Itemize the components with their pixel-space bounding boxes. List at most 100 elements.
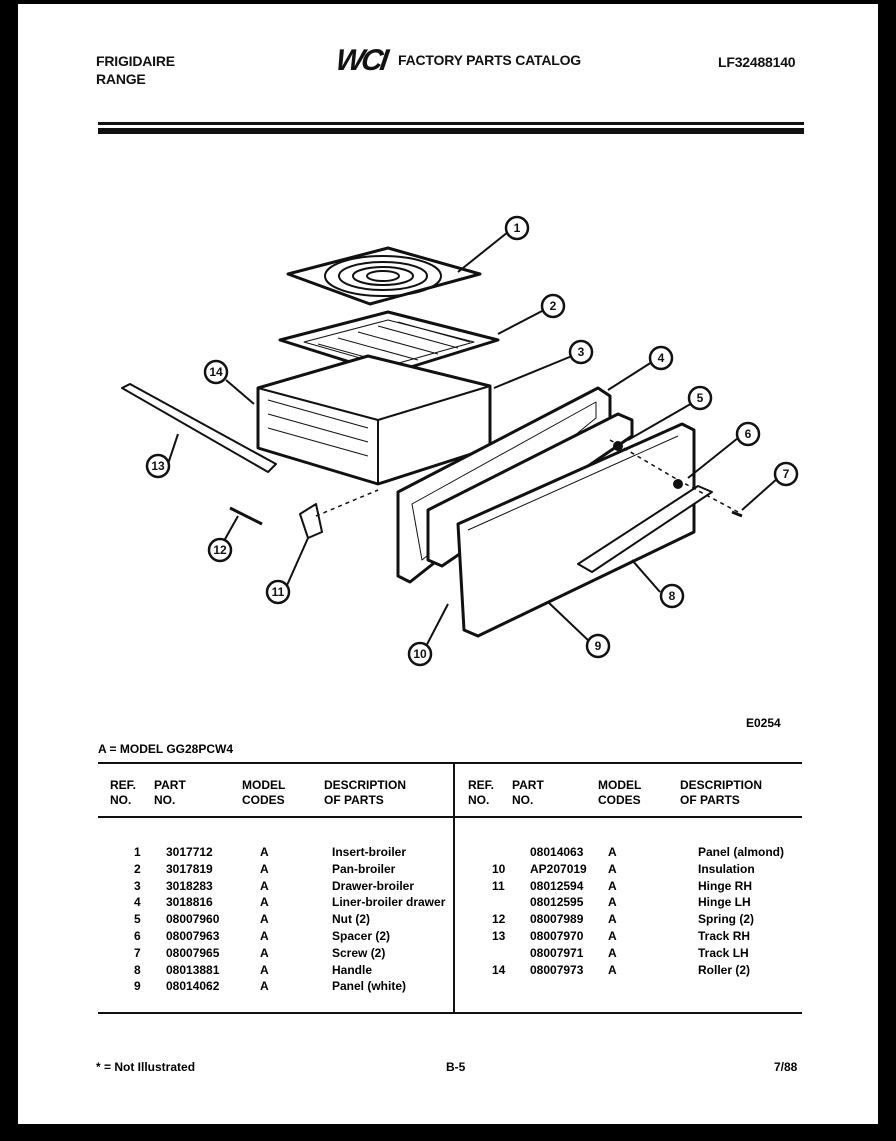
callout-14: 14 [209,365,223,379]
part-no-cell: 3018816 [166,895,213,910]
hinge-drawing [299,503,323,539]
header-description-right: DESCRIPTION OF PARTS [680,778,763,807]
door-panel-drawing [456,422,696,638]
model-code-cell: A [260,845,269,859]
part-no-cell: 3017819 [166,861,213,876]
part-no-cell: 3018283 [166,878,213,893]
ref-no-cell: 4 [134,895,141,910]
table-row: 4 3018816 A Liner-broiler drawer [98,894,450,911]
header-model-codes-right: MODEL CODES [598,778,642,807]
ref-no-cell: 5 [134,912,141,927]
description-cell: Insulation [698,861,755,876]
handle-drawing [577,485,713,573]
table-row: 14 08007973 A Roller (2) [458,962,802,979]
part-no-cell: 08007971 [530,945,584,960]
catalog-title: FACTORY PARTS CATALOG [398,52,581,68]
part-no-cell: 08007960 [166,912,220,927]
callout-9: 9 [595,639,602,653]
part-no-cell: 08007965 [166,945,220,960]
table-row: 8 08013881 A Handle [98,962,450,979]
model-line: A = MODEL GG28PCW4 [98,742,234,756]
part-no-cell: AP207019 [530,861,587,876]
table-divider [453,762,455,1014]
callout-2: 2 [550,299,557,313]
model-code-cell: A [608,945,617,960]
table-row: 08007971 A Track LH [458,945,802,962]
callout-8: 8 [669,589,676,603]
ref-no-cell: 8 [134,962,141,977]
parts-table: REF. NO. PART NO. MODEL CODES DESCRIPTIO… [98,762,802,1014]
ref-no-cell: 7 [134,945,141,960]
catalog-sheet: FRIGIDAIRE RANGE WCI FACTORY PARTS CATAL… [18,4,878,1124]
part-no-cell: 08007963 [166,928,220,943]
header-part-no-right: PART NO. [512,778,544,807]
table-row: 7 08007965 A Screw (2) [98,945,450,962]
description-cell: Spacer (2) [332,928,391,943]
ref-no-cell: 13 [492,928,506,943]
description-cell: Track RH [698,928,751,943]
model-code-cell: A [260,912,269,927]
callout-7: 7 [783,467,790,481]
description-cell: Roller (2) [698,962,751,977]
description-cell: Hinge RH [698,878,752,893]
model-code-cell: A [260,895,269,910]
part-no-cell: 08007973 [530,962,584,977]
footnote: * = Not Illustrated [96,1060,196,1074]
callout-13: 13 [151,459,165,473]
model-code-cell: A [260,962,269,977]
description-cell: Hinge LH [698,895,751,910]
revision-date: 7/88 [774,1060,798,1074]
description-cell: Nut (2) [332,912,370,927]
callout-3: 3 [578,345,585,359]
model-code-cell: A [260,979,269,994]
model-code-cell: A [260,861,269,876]
description-cell: Liner-broiler drawer [332,895,446,910]
brand-name: FRIGIDAIRE [96,53,175,69]
header-part-no: PART NO. [154,778,186,807]
track-drawing [121,383,277,473]
table-row: 10 AP207019 A Insulation [458,861,802,878]
ref-no-cell: 14 [492,962,506,977]
exploded-parts-diagram: 1 2 3 4 5 6 7 8 9 10 11 12 13 14 [121,215,799,667]
model-code-cell: A [260,878,269,893]
callout-5: 5 [697,391,704,405]
header-description: DESCRIPTION OF PARTS [324,778,407,807]
description-cell: Screw (2) [332,945,386,960]
callout-4: 4 [658,351,665,365]
broiler-insert-drawing [286,246,482,306]
description-cell: Insert-broiler [332,845,407,859]
ref-no-cell: 10 [492,861,506,876]
callout-12: 12 [213,543,227,557]
callout-10: 10 [413,647,427,661]
model-code-cell: A [260,945,269,960]
ref-no-cell: 11 [492,878,505,893]
part-no-cell: 08013881 [166,962,220,977]
header-rule-thick [98,128,804,134]
model-code-cell: A [608,912,617,927]
part-no-cell: 08007989 [530,912,584,927]
table-header-rule [98,816,802,818]
description-cell: Track LH [698,945,749,960]
model-code-cell: A [608,861,617,876]
ref-no-cell: 1 [134,845,141,859]
ref-no-cell: 3 [134,878,141,893]
part-no-cell: 08012595 [530,895,584,910]
description-cell: Handle [332,962,373,977]
model-code-cell: A [608,962,617,977]
model-code-cell: A [608,928,617,943]
brand-block: FRIGIDAIRE RANGE [96,52,175,88]
page-number: B-5 [446,1060,466,1074]
description-cell: Spring (2) [698,912,754,927]
part-no-cell: 08014063 [530,845,584,859]
spring-drawing [229,506,263,526]
